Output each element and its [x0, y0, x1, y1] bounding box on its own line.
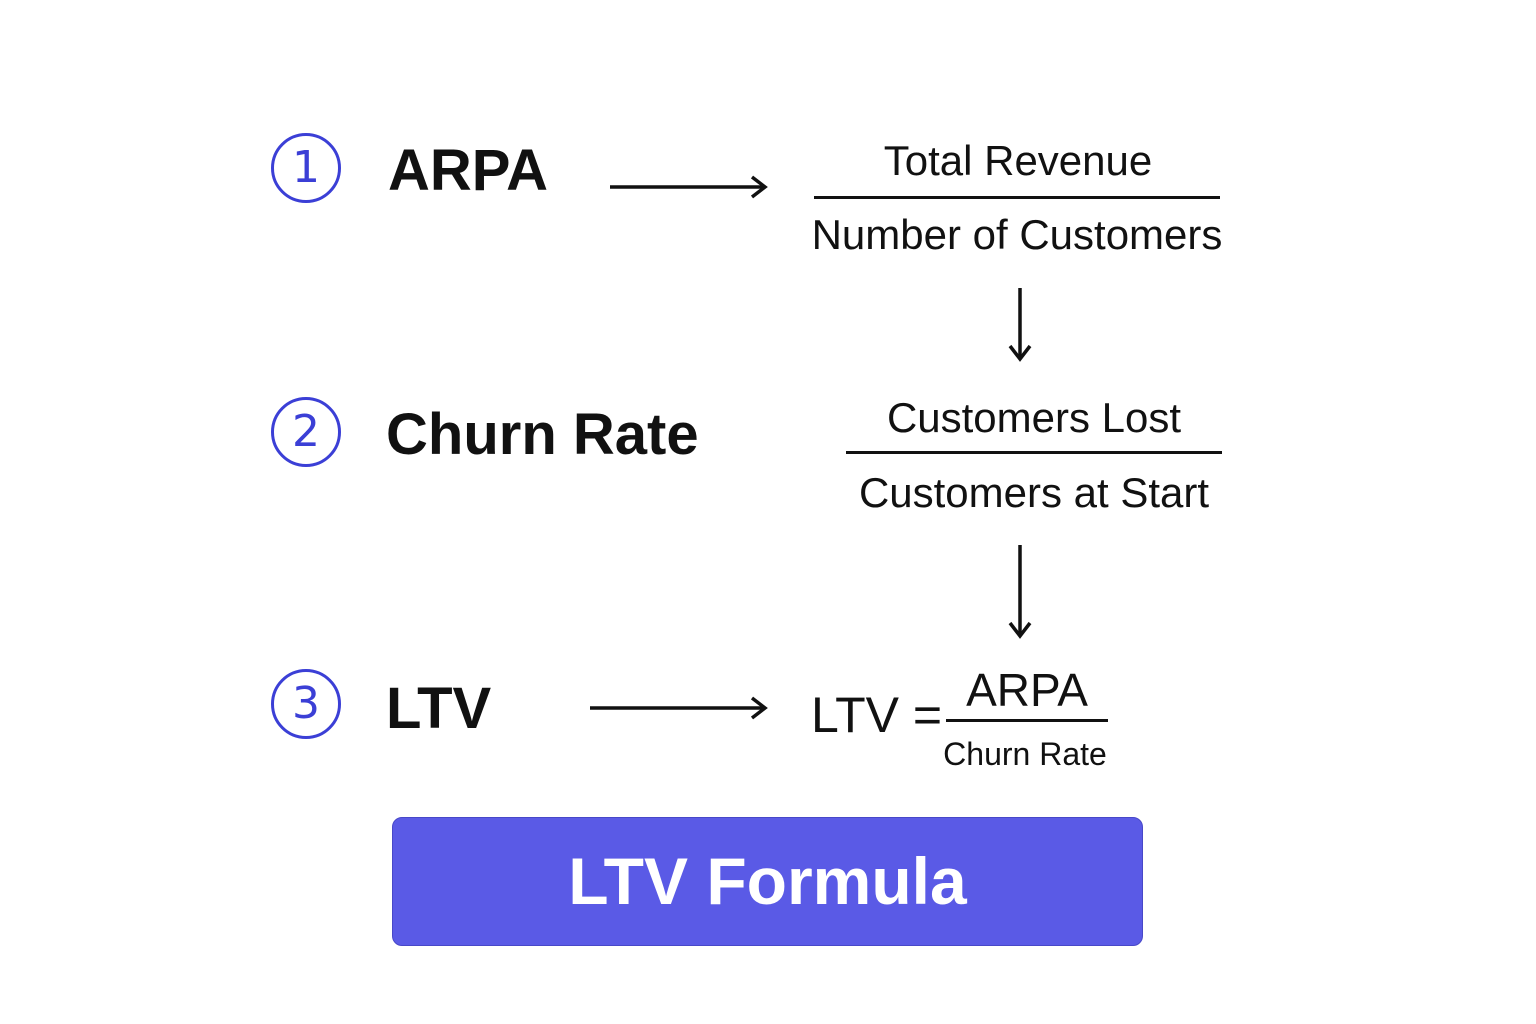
arpa-numerator: Total Revenue — [883, 137, 1153, 184]
ltv-equation-lhs: LTV = — [811, 687, 943, 743]
ltv-fraction-bar — [946, 719, 1108, 722]
arpa-denominator: Number of Customers — [811, 211, 1223, 258]
step-2-label: Churn Rate — [386, 402, 699, 467]
step-3-label: LTV — [386, 676, 492, 741]
step-2-number: 2 — [292, 406, 320, 457]
banner-title: LTV Formula — [568, 844, 967, 918]
right-arrow-icon — [610, 175, 768, 199]
churn-numerator: Customers Lost — [886, 394, 1182, 441]
ltv-denominator: Churn Rate — [943, 736, 1107, 772]
churn-fraction-bar — [846, 451, 1222, 454]
down-arrow-icon — [1008, 545, 1032, 639]
step-1-label: ARPA — [388, 138, 549, 203]
step-3-number-circle: 3 — [271, 669, 341, 739]
ltv-formula-banner: LTV Formula — [392, 817, 1143, 946]
ltv-numerator: ARPA — [966, 664, 1088, 716]
step-3-number: 3 — [292, 678, 320, 729]
down-arrow-icon — [1008, 288, 1032, 362]
step-2-number-circle: 2 — [271, 397, 341, 467]
step-1-number: 1 — [292, 142, 320, 193]
step-1-number-circle: 1 — [271, 133, 341, 203]
right-arrow-icon — [590, 696, 768, 720]
arpa-fraction-bar — [814, 196, 1220, 199]
churn-denominator: Customers at Start — [858, 469, 1210, 516]
